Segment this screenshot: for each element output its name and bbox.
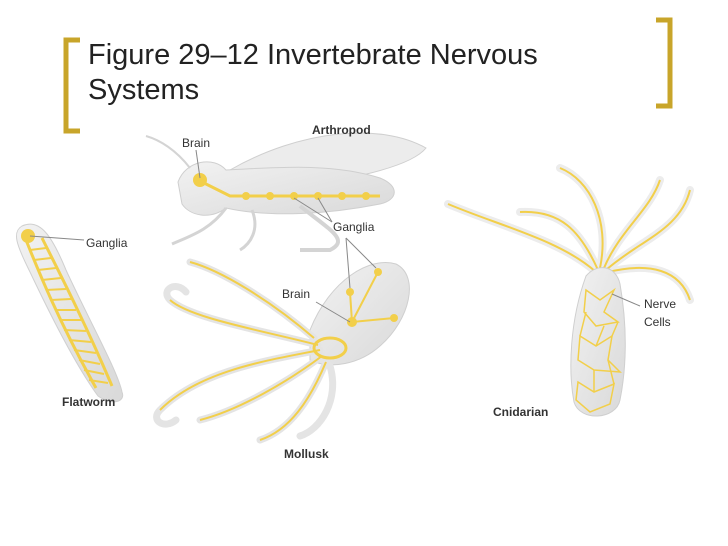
label-ganglia-flatworm: Ganglia bbox=[86, 236, 127, 250]
label-cnidarian: Cnidarian bbox=[493, 405, 548, 419]
flatworm-illustration bbox=[16, 224, 122, 402]
mollusk-mantle bbox=[310, 262, 409, 364]
mollusk-ganglia-pointer-2 bbox=[346, 238, 376, 268]
label-ganglia-arthropod: Ganglia bbox=[333, 220, 374, 234]
label-nerve-cells-line1: Nerve bbox=[644, 297, 676, 311]
label-nerve-cells-line2: Cells bbox=[644, 315, 671, 329]
label-brain-arthropod: Brain bbox=[182, 136, 210, 150]
arthropod-illustration bbox=[146, 133, 426, 250]
cnidarian-illustration bbox=[448, 168, 690, 416]
label-brain-mollusk: Brain bbox=[282, 287, 310, 301]
mollusk-illustration bbox=[157, 238, 410, 440]
label-flatworm: Flatworm bbox=[62, 395, 115, 409]
arthropod-leg-mid bbox=[240, 210, 255, 250]
cnidarian-tentacles bbox=[448, 168, 690, 300]
label-mollusk: Mollusk bbox=[284, 447, 329, 461]
label-arthropod: Arthropod bbox=[312, 123, 371, 137]
